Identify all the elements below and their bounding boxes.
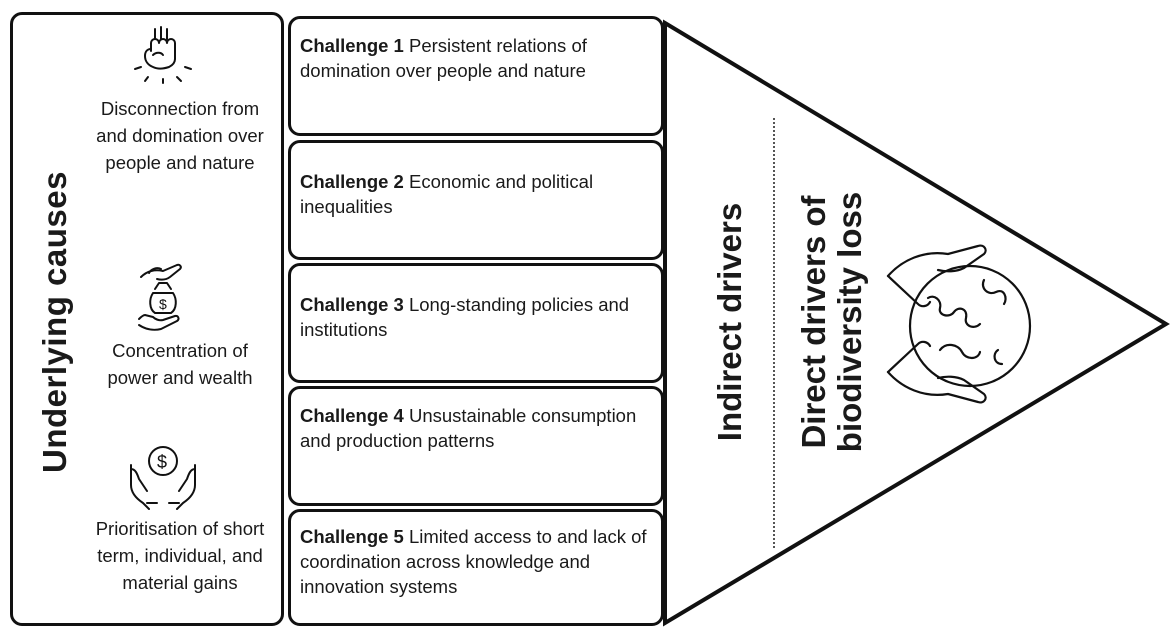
drivers-triangle: [663, 19, 1170, 627]
challenge-2-label: Challenge 2: [300, 171, 404, 192]
challenge-1-text: Persistent relations of domination over …: [300, 35, 587, 81]
challenge-2-box: Challenge 2 Economic and political inequ…: [288, 140, 664, 260]
challenge-5-label: Challenge 5: [300, 526, 404, 547]
indirect-drivers-label: Indirect drivers: [711, 202, 748, 442]
direct-drivers-line-1: Direct drivers of: [795, 195, 832, 449]
challenge-4-box: Challenge 4 Unsustainable consumption an…: [288, 386, 664, 506]
svg-text:$: $: [157, 452, 167, 472]
underlying-causes-panel: Underlying causes Disconnection from and…: [10, 12, 284, 626]
svg-text:$: $: [159, 296, 167, 312]
underlying-causes-title: Underlying causes: [36, 171, 74, 473]
challenge-3-label: Challenge 3: [300, 294, 404, 315]
money-bag-hands-icon: $: [138, 263, 182, 331]
challenge-3-text: Long-standing policies and institutions: [300, 294, 630, 340]
challenge-4-text: Unsustainable consumption and production…: [300, 405, 637, 451]
indirect-drivers-label-wrap: Indirect drivers: [700, 122, 760, 522]
direct-drivers-label: Direct drivers of biodiversity loss: [795, 191, 868, 453]
dollar-coin-hands-icon: $: [130, 446, 196, 510]
challenge-4-label: Challenge 4: [300, 405, 404, 426]
challenge-5-box: Challenge 5 Limited access to and lack o…: [288, 509, 664, 626]
challenge-1-box: Challenge 1 Persistent relations of domi…: [288, 16, 664, 136]
underlying-causes-title-wrap: Underlying causes: [25, 15, 85, 629]
hands-holding-globe-icon: [886, 244, 1032, 404]
fist-icon: [134, 26, 192, 84]
challenge-3-box: Challenge 3 Long-standing policies and i…: [288, 263, 664, 383]
direct-drivers-line-2: biodiversity loss: [831, 191, 868, 453]
challenge-2-text: Economic and political inequalities: [300, 171, 594, 217]
challenge-5-text: Limited access to and lack of coordinati…: [300, 526, 647, 597]
direct-drivers-label-wrap: Direct drivers of biodiversity loss: [792, 122, 872, 522]
cause-3-text: Prioritisation of short term, individual…: [95, 518, 265, 593]
challenge-1-label: Challenge 1: [300, 35, 404, 56]
cause-1-text: Disconnection from and domination over p…: [96, 98, 264, 173]
cause-2-text: Concentration of power and wealth: [107, 340, 253, 388]
